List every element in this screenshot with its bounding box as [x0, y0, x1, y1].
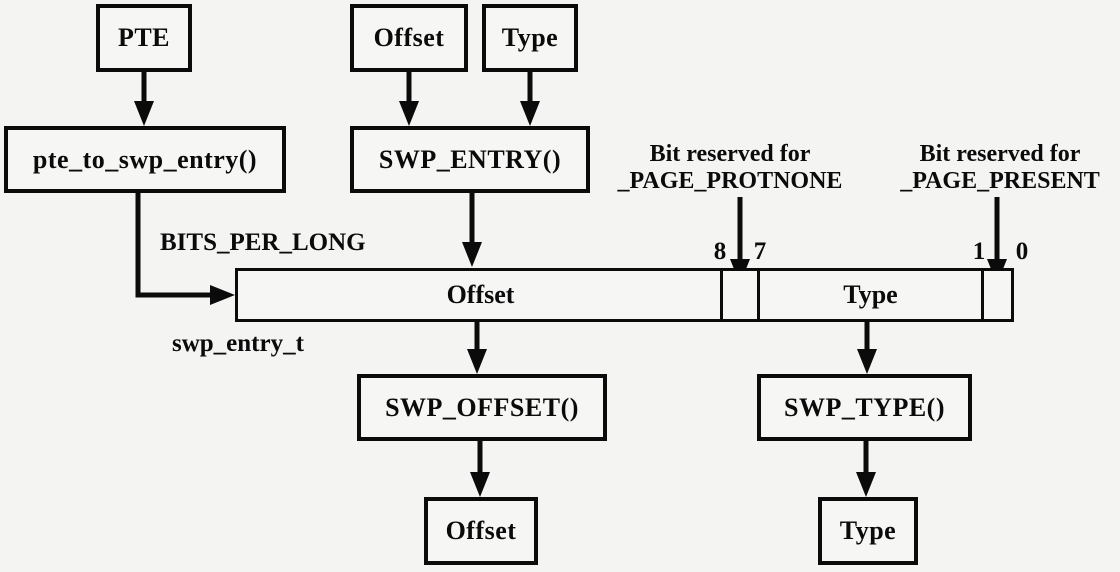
swp-entry-box: SWP_ENTRY()	[350, 126, 590, 193]
bar-divider	[757, 271, 760, 319]
type-input-box: Type	[482, 4, 578, 72]
bar-divider	[720, 271, 723, 319]
present-line2: _PAGE_PRESENT	[900, 168, 1100, 194]
arrowhead	[399, 101, 419, 126]
arrowhead	[857, 349, 877, 374]
arrowhead	[856, 472, 876, 497]
arrowhead	[210, 285, 235, 305]
pte-to-swp-entry-box: pte_to_swp_entry()	[4, 126, 286, 193]
swp-offset-box: SWP_OFFSET()	[357, 374, 607, 441]
present-annotation: Bit reserved for _PAGE_PRESENT	[880, 141, 1120, 195]
arrowhead	[467, 349, 487, 374]
bit-number-7: 7	[753, 238, 767, 265]
type-output-box: Type	[818, 497, 918, 565]
protnone-line1: Bit reserved for	[649, 141, 811, 167]
swp-entry-t-bar: Offset Type	[235, 268, 1014, 322]
offset-output-box: Offset	[424, 497, 538, 565]
arrowhead	[520, 101, 540, 126]
protnone-line2: _PAGE_PROTNONE	[617, 168, 843, 194]
bar-offset-cell: Offset	[446, 280, 515, 309]
bit-number-0: 0	[1015, 238, 1029, 265]
bit-number-8: 8	[713, 238, 727, 265]
present-line1: Bit reserved for	[919, 141, 1081, 167]
bar-divider	[981, 271, 984, 319]
swp-entry-t-label: swp_entry_t	[172, 330, 304, 357]
pte-box: PTE	[96, 4, 192, 72]
bar-type-cell: Type	[843, 280, 898, 309]
offset-input-box: Offset	[350, 4, 468, 72]
bits-per-long-label: BITS_PER_LONG	[160, 229, 366, 256]
bit-number-1: 1	[972, 238, 986, 265]
arrowhead	[470, 472, 490, 497]
swp-type-box: SWP_TYPE()	[757, 374, 972, 441]
arrowhead	[134, 101, 154, 126]
arrowhead	[462, 242, 482, 267]
protnone-annotation: Bit reserved for _PAGE_PROTNONE	[600, 141, 860, 195]
